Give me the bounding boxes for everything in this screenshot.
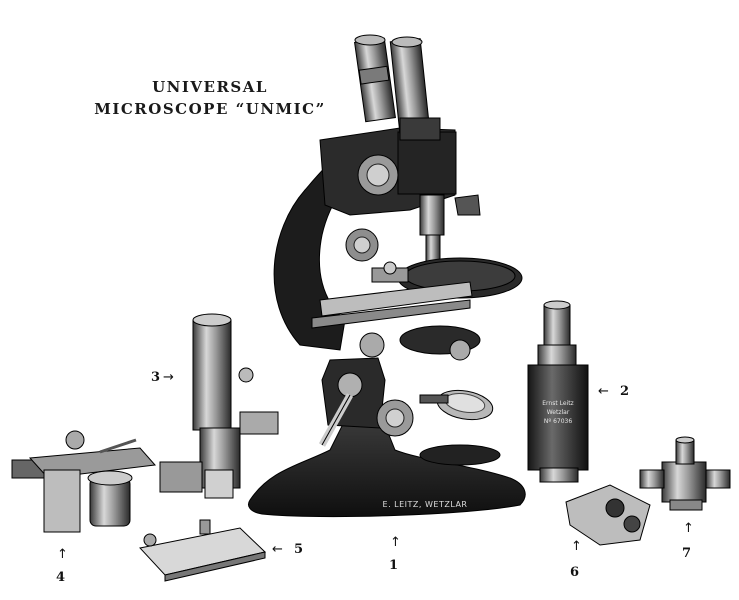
callout-3-label: 3 [151,370,161,385]
accessory-cube-7 [639,436,731,511]
figure-title: UNIVERSAL MICROSCOPE “UNMIC” [80,76,340,120]
callout-7-arrow: ↑ [683,521,694,536]
callout-6-arrow: ↑ [571,539,582,554]
binocular-eyepieces [354,34,441,141]
accessory-tube-3 [159,313,279,499]
title-line-1: UNIVERSAL [152,78,268,96]
microscope-base [248,419,526,518]
callout-4-arrow: ↑ [57,547,68,562]
accessory-plate-5 [139,519,267,582]
tube-engraving-line2: Wetzlar [547,409,570,416]
callout-4-label: 4 [56,570,66,585]
base-engraving: E. LEITZ, WETZLAR [383,500,468,509]
callout-3-arrow: → [163,370,174,385]
main-microscope: E. LEITZ, WETZLAR [248,34,526,518]
title-line-2: MICROSCOPE “UNMIC” [94,100,326,118]
callout-5-label: 5 [294,542,304,557]
callout-1-arrow: ↑ [390,535,401,550]
tube-engraving-line1: Ernst Leitz [542,400,573,407]
callout-2-arrow: ← [598,384,609,399]
rotating-stage [311,257,523,329]
callout-5-arrow: ← [272,542,283,557]
mirror [419,389,494,421]
accessory-clip-6 [565,484,651,546]
tube-engraving-line3: Nº 67036 [544,418,572,425]
focus-knobs [345,154,399,262]
accessory-stage-4 [11,430,157,533]
callout-2-label: 2 [620,384,630,399]
callout-7-label: 7 [682,546,692,561]
callout-6-label: 6 [570,565,580,580]
accessory-tube-2: Ernst Leitz Wetzlar Nº 67036 [527,300,589,483]
callout-1-label: 1 [389,558,399,573]
